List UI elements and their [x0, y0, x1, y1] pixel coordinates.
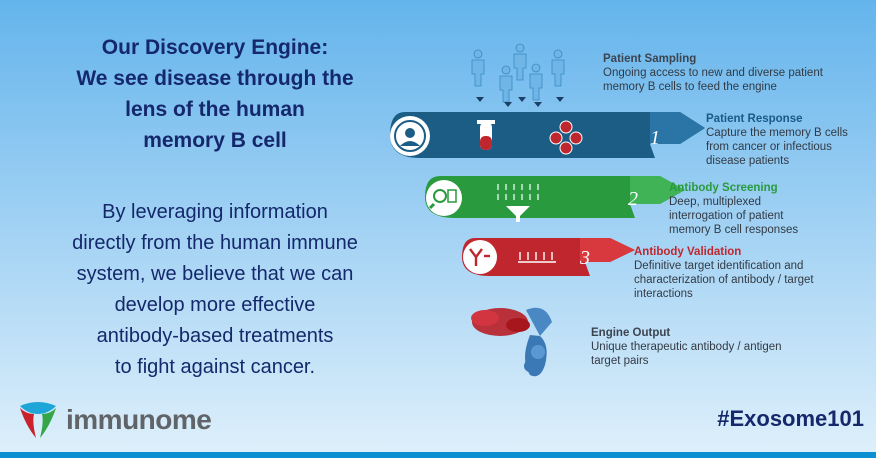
body-line: By leveraging information — [102, 201, 328, 223]
brand-name: immunome — [66, 404, 212, 435]
step-line: memory B cells to feed the engine — [603, 81, 777, 93]
funnel-band-3: 3 — [462, 238, 635, 276]
cells-icon — [549, 120, 583, 155]
step-heading: Patient Sampling — [603, 53, 697, 65]
step-heading: Engine Output — [591, 327, 671, 339]
body-line: directly from the human immune — [72, 232, 358, 254]
step-line: Unique therapeutic antibody / antigen — [591, 341, 782, 353]
step-line: interactions — [634, 288, 693, 300]
step-line: memory B cell responses — [669, 224, 799, 236]
hashtag: #Exosome101 — [717, 406, 864, 431]
body-line: to fight against cancer. — [114, 356, 316, 378]
body-line: develop more effective — [114, 294, 316, 316]
step-heading: Patient Response — [706, 113, 803, 125]
step-heading: Antibody Screening — [669, 182, 778, 194]
step-line: disease patients — [706, 155, 790, 167]
step-heading: Antibody Validation — [634, 246, 742, 258]
discovery-funnel: 1 2 3 — [390, 43, 705, 377]
step-line: interrogation of patient — [669, 210, 784, 222]
funnel-icon — [506, 206, 530, 222]
antibody-grid-icon — [518, 252, 556, 263]
step-line: characterization of antibody / target — [634, 274, 814, 286]
step-line: Ongoing access to new and diverse patien… — [603, 67, 823, 79]
logo-icon — [20, 402, 56, 438]
title-line: memory B cell — [143, 129, 287, 152]
brand-logo: immunome — [16, 400, 236, 440]
people-icon — [471, 43, 565, 103]
step-number-1: 1 — [650, 127, 660, 149]
step-line: target pairs — [591, 355, 649, 367]
step-engine-output: Engine Output Unique therapeutic antibod… — [591, 326, 841, 368]
antibody-grid-icon — [497, 184, 539, 200]
molecule-icon — [471, 307, 552, 377]
page-title: Our Discovery Engine: We see disease thr… — [10, 32, 420, 156]
step-antibody-screening: Antibody Screening Deep, multiplexed int… — [669, 181, 869, 237]
step-line: Capture the memory B cells — [706, 127, 848, 139]
step-line: Definitive target identification and — [634, 260, 804, 272]
step-line: Deep, multiplexed — [669, 196, 762, 208]
step-patient-response: Patient Response Capture the memory B ce… — [706, 112, 871, 168]
antibody-icon — [469, 248, 490, 266]
body-line: system, we believe that we can — [76, 263, 354, 285]
title-line: Our Discovery Engine: — [101, 36, 329, 59]
funnel-band-2: 2 — [425, 176, 685, 222]
body-line: antibody-based treatments — [96, 325, 334, 347]
arrow-down-icon — [476, 97, 564, 107]
funnel-band-1: 1 — [390, 112, 705, 158]
magnifier-icon — [428, 189, 457, 210]
bottom-bar — [0, 452, 876, 458]
body-text: By leveraging information directly from … — [10, 197, 420, 383]
test-tube-icon — [477, 120, 495, 150]
step-antibody-validation: Antibody Validation Definitive target id… — [634, 245, 869, 301]
step-patient-sampling: Patient Sampling Ongoing access to new a… — [603, 52, 863, 94]
step-number-3: 3 — [579, 247, 590, 269]
step-number-2: 2 — [628, 188, 638, 210]
title-line: lens of the human — [125, 98, 305, 121]
title-line: We see disease through the — [76, 67, 354, 90]
step-line: from cancer or infectious — [706, 141, 832, 153]
